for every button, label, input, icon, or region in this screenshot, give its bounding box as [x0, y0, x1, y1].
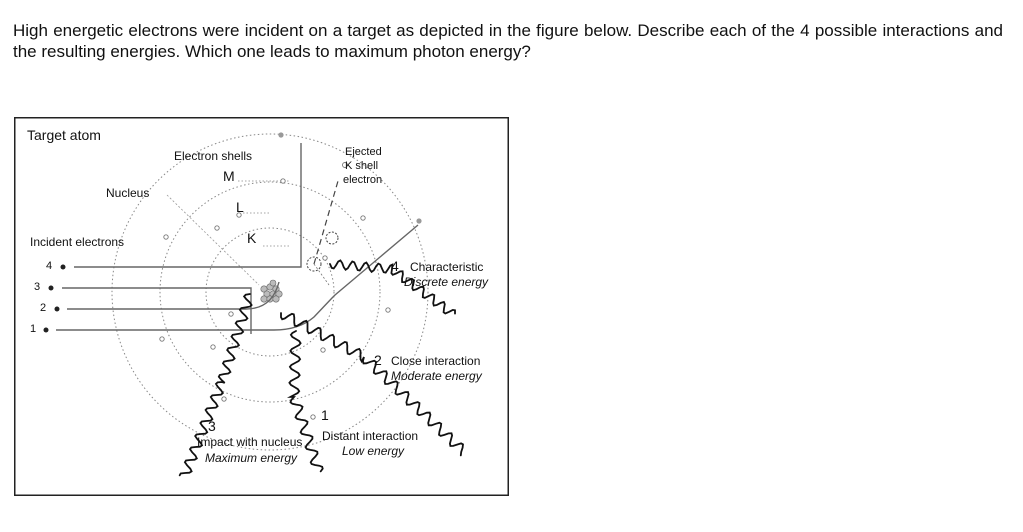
interaction-2-number: 2	[374, 352, 382, 368]
photons	[178, 259, 464, 477]
electron-number-1: 1	[30, 323, 37, 335]
figure-drawing	[14, 117, 509, 496]
interaction-4-name: Characteristic	[410, 260, 484, 274]
exit-electron-4	[278, 132, 284, 138]
ejected-label-3: electron	[343, 174, 383, 186]
interaction-2-energy: Moderate energy	[391, 369, 482, 383]
interaction-3-name: Impact with nucleus	[197, 435, 303, 449]
track-1	[56, 224, 419, 331]
track-4	[74, 143, 302, 268]
interaction-1-name: Distant interaction	[322, 429, 419, 443]
nucleus-leader	[166, 194, 260, 286]
photon-distant	[286, 330, 324, 473]
interaction-1-number: 1	[321, 407, 329, 423]
interaction-4-number: 4	[391, 258, 399, 274]
interaction-2-name: Close interaction	[391, 354, 481, 368]
photon-close	[280, 312, 464, 457]
shells-label: Electron shells	[174, 149, 253, 163]
exit-electron-1	[416, 218, 422, 224]
track-2	[67, 281, 280, 310]
electron-number-3: 3	[34, 281, 41, 293]
nucleus-label: Nucleus	[106, 186, 150, 200]
track-3	[62, 287, 252, 334]
ejected-label-2: K shell	[345, 160, 379, 172]
interaction-4-energy: Discrete energy	[404, 275, 489, 289]
figure-frame	[14, 117, 509, 496]
incident-dots	[43, 264, 66, 333]
photon-characteristic	[329, 259, 456, 315]
m-shell	[111, 133, 429, 451]
interaction-3-energy: Maximum energy	[205, 451, 298, 465]
l-shell	[159, 181, 381, 403]
shell-l-label: L	[236, 199, 244, 215]
interaction-3-number: 3	[208, 418, 216, 434]
incident-label: Incident electrons	[30, 235, 125, 249]
orbital-electrons	[159, 162, 391, 420]
transition-path	[313, 263, 330, 286]
electron-number-4: 4	[46, 260, 53, 272]
target-atom-figure: Target atom Nucleus Electron shells M L …	[14, 117, 509, 496]
k-vacancy	[306, 256, 322, 272]
photon-impact	[178, 293, 253, 477]
ejected-label-1: Ejected	[345, 146, 382, 158]
electron-number-2: 2	[40, 302, 47, 314]
ejection-path	[313, 180, 339, 265]
shell-m-label: M	[223, 168, 235, 184]
figure-title: Target atom	[27, 127, 101, 143]
interaction-1-energy: Low energy	[342, 444, 405, 458]
shell-k-label: K	[247, 230, 257, 246]
incident-tracks	[56, 143, 419, 334]
question-text: High energetic electrons were incident o…	[13, 21, 1003, 61]
k-shell	[205, 227, 335, 357]
ejected-electron	[325, 231, 339, 245]
